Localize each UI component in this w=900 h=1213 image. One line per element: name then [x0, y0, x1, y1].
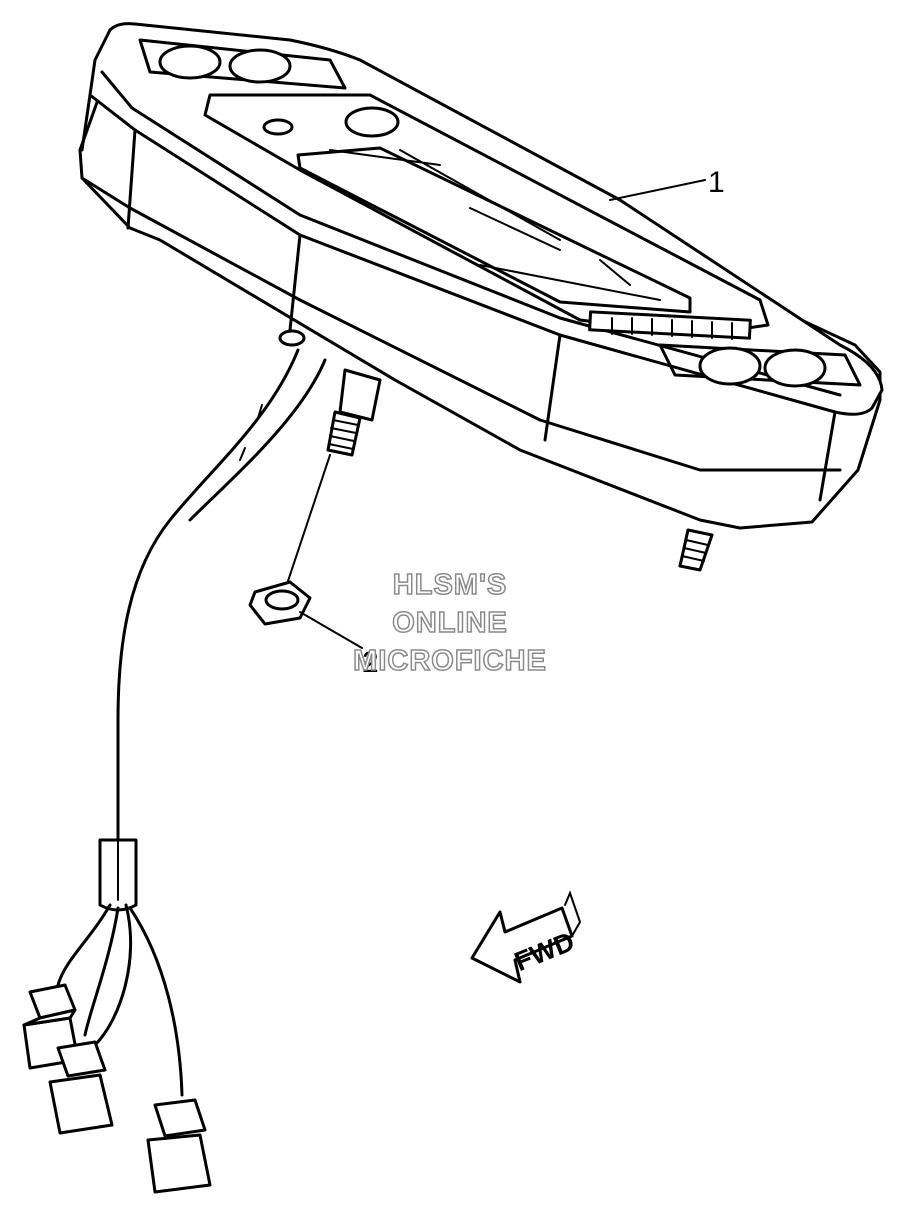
fwd-arrow-icon: FWD [470, 890, 582, 984]
indicator-lamp [344, 106, 400, 138]
mounting-stud [326, 368, 382, 457]
meter-button-left-2 [228, 48, 292, 84]
harness-connector [146, 1098, 212, 1194]
meter-button-right-1 [698, 346, 762, 386]
meter-assembly [78, 22, 884, 572]
indicator-lamp [262, 118, 294, 136]
flange-nut [248, 454, 331, 626]
meter-button-right-2 [763, 348, 827, 388]
mounting-stud [678, 528, 714, 572]
watermark-line-3: MICROFICHE [353, 645, 547, 677]
lcd-display-screen [296, 146, 692, 314]
callout-label-1: 1 [708, 166, 725, 199]
wire-harness [22, 348, 327, 1194]
callout-leader-2 [299, 611, 363, 649]
watermark: HLSM'S ONLINE MICROFICHE [352, 568, 547, 678]
harness-connector [48, 1040, 114, 1135]
meter-side-edge [80, 93, 837, 502]
watermark-line-1: HLSM'S [393, 569, 507, 601]
meter-button-left-1 [158, 44, 222, 80]
wire-grommet [278, 329, 306, 347]
meter-bezel-inner [100, 70, 842, 397]
lcd-bargraph [588, 310, 752, 340]
callout-leader-1 [609, 179, 706, 201]
watermark-line-2: ONLINE [392, 607, 508, 639]
callout-label-2: 2 [362, 646, 379, 679]
